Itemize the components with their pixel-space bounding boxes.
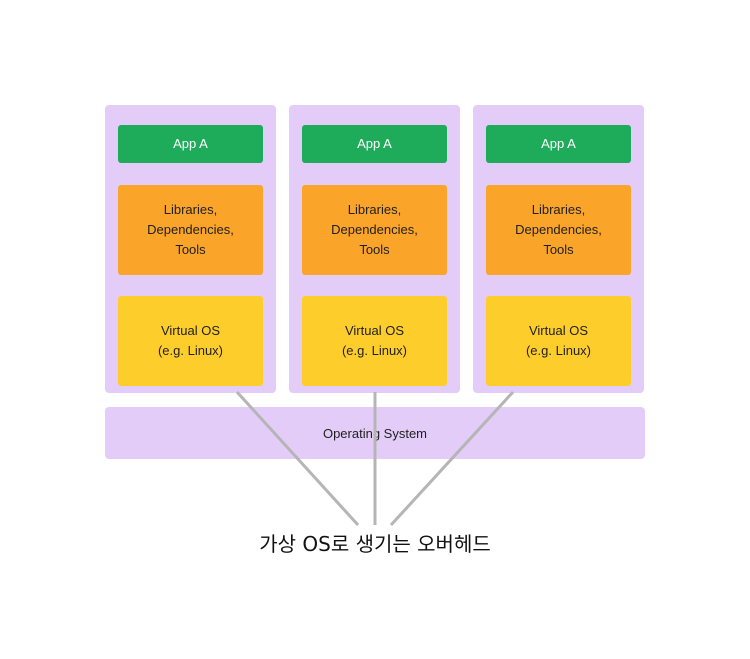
app-label: App A <box>541 136 576 151</box>
app-block: App A <box>118 125 263 163</box>
libraries-label: Libraries, Dependencies, Tools <box>331 202 418 257</box>
libraries-block: Libraries, Dependencies, Tools <box>118 185 263 275</box>
virtual-os-block: Virtual OS (e.g. Linux) <box>302 296 447 386</box>
app-label: App A <box>173 136 208 151</box>
app-block: App A <box>302 125 447 163</box>
libraries-label: Libraries, Dependencies, Tools <box>515 202 602 257</box>
app-block: App A <box>486 125 631 163</box>
virtual-os-label: Virtual OS (e.g. Linux) <box>525 323 592 358</box>
virtual-os-block: Virtual OS (e.g. Linux) <box>118 296 263 386</box>
app-label: App A <box>357 136 392 151</box>
overhead-caption: 가상 OS로 생기는 오버헤드 <box>259 532 491 556</box>
vm-column-3: App A Libraries, Dependencies, Tools Vir… <box>473 105 644 393</box>
operating-system-label: Operating System <box>322 425 428 441</box>
vm-column-1: App A Libraries, Dependencies, Tools Vir… <box>105 105 276 393</box>
vm-column-2: App A Libraries, Dependencies, Tools Vir… <box>289 105 460 393</box>
virtual-os-label: Virtual OS (e.g. Linux) <box>157 323 224 358</box>
virtual-os-block: Virtual OS (e.g. Linux) <box>486 296 631 386</box>
libraries-label: Libraries, Dependencies, Tools <box>147 202 234 257</box>
virtual-os-label: Virtual OS (e.g. Linux) <box>341 323 408 358</box>
libraries-block: Libraries, Dependencies, Tools <box>302 185 447 275</box>
operating-system-bar: Operating System <box>105 407 645 459</box>
libraries-block: Libraries, Dependencies, Tools <box>486 185 631 275</box>
